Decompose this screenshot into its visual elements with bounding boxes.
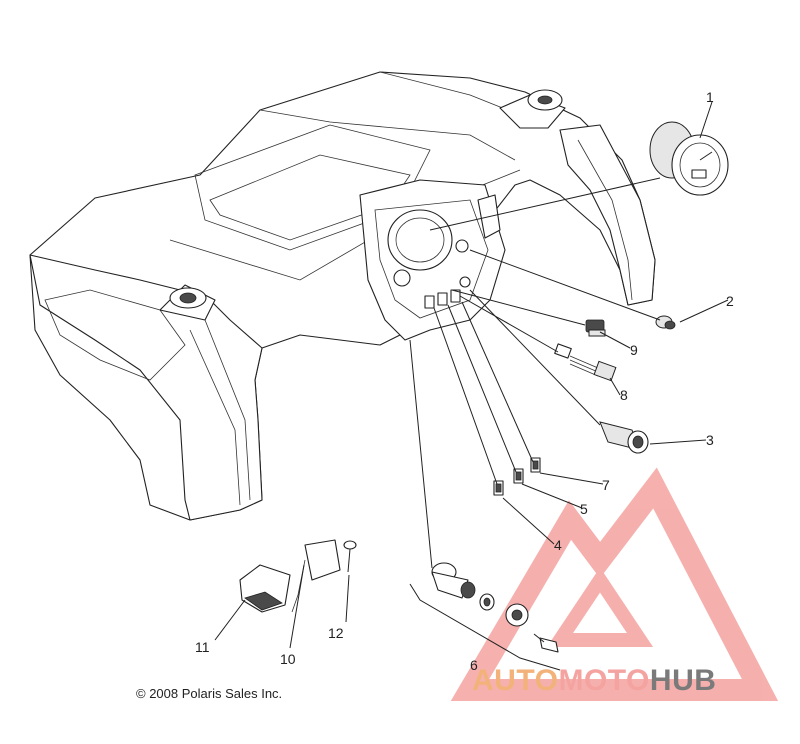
dashboard-assembly [29, 71, 656, 521]
part-ignition-switch [431, 562, 559, 653]
callout-labels: 1 2 3 4 5 6 7 8 9 10 11 12 [195, 89, 734, 673]
leader-lines [214, 101, 729, 671]
callout-2: 2 [726, 293, 734, 309]
watermark-part-hub: HUB [649, 664, 717, 697]
part-screw [343, 540, 357, 573]
callout-1: 1 [706, 89, 714, 105]
watermark-text: AUTOMOTOHUB [472, 664, 716, 698]
callout-6: 6 [470, 657, 478, 673]
part-speedometer [649, 121, 729, 196]
part-power-outlet [599, 421, 649, 454]
part-bracket [291, 539, 341, 613]
watermark-part-auto: AUTO [472, 664, 559, 697]
callout-12: 12 [328, 625, 344, 641]
callout-10: 10 [280, 651, 296, 667]
callout-11: 11 [195, 639, 210, 655]
watermark-part-moto: MOTO [558, 664, 650, 697]
copyright-notice: © 2008 Polaris Sales Inc. [136, 686, 283, 701]
callout-5: 5 [580, 501, 588, 517]
part-switch-housing [239, 564, 291, 613]
callout-4: 4 [554, 537, 562, 553]
callout-8: 8 [620, 387, 628, 403]
callout-9: 9 [630, 342, 638, 358]
part-knob [655, 315, 676, 330]
part-switch-caps [493, 457, 541, 496]
callout-7: 7 [602, 477, 610, 493]
callout-3: 3 [706, 432, 714, 448]
part-wire-harness [554, 343, 617, 382]
watermark-logo [450, 467, 779, 701]
part-rocker-switch [585, 319, 606, 337]
